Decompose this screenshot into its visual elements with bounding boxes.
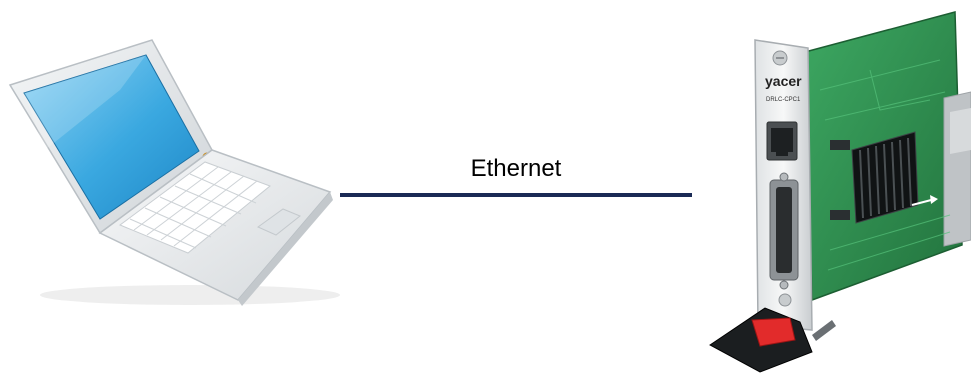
heatsink-icon [851,131,919,224]
laptop-icon [8,39,340,306]
ejector-handle-icon [709,307,836,373]
rj45-port-icon [766,121,798,161]
brand-text: yacer [765,73,802,89]
db-connector-icon [769,172,799,290]
touchpad-icon [257,208,301,236]
laptop-screen [23,54,200,220]
model-text: DRLC-CPC1 [766,97,801,103]
connection-label: Ethernet [470,155,562,182]
cpci-card-icon: yacer DRLC-CPC1 [709,11,971,373]
